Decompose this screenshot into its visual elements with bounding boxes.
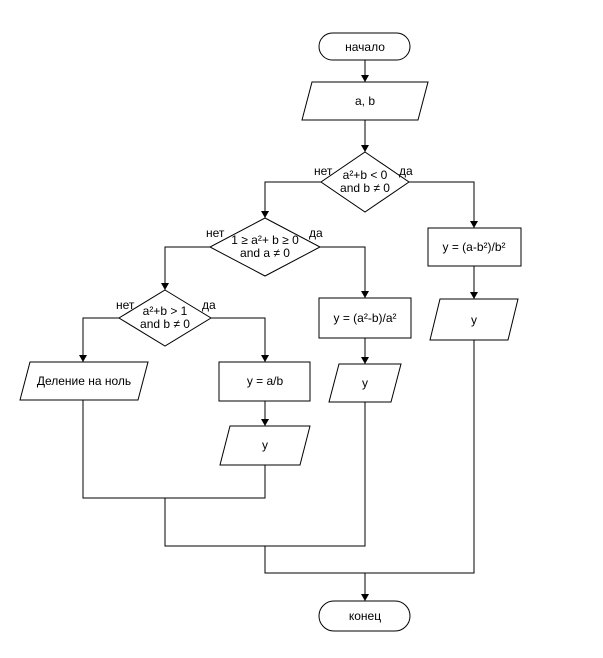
decision-2: 1 ≥ a²+ b ≥ 0 and a ≠ 0 нет да [206, 217, 323, 277]
decision-3-line1: a²+b > 1 [143, 304, 188, 318]
input-ab: a, b [301, 81, 429, 121]
decision-1: a²+b < 0 and b ≠ 0 нет да [314, 151, 413, 213]
decision-1-no-label: нет [314, 164, 333, 178]
decision-3-no-label: нет [116, 298, 135, 312]
input-ab-label: a, b [355, 94, 375, 108]
decision-1-line2: and b ≠ 0 [340, 181, 390, 195]
decision-3-line2: and b ≠ 0 [140, 317, 190, 331]
end-terminal: конец [318, 600, 411, 632]
decision-2-yes-label: да [309, 226, 323, 240]
decision-2-no-label: нет [206, 226, 225, 240]
output-2: y [328, 363, 402, 403]
output-1: y [429, 298, 519, 341]
start-terminal: начало [318, 32, 411, 61]
process-3-label: y = a/b [247, 374, 284, 388]
process-2: y = (a²-b)/a² [318, 297, 412, 339]
decision-3-yes-label: да [202, 298, 216, 312]
output-4-label: y [262, 438, 268, 452]
start-label: начало [345, 40, 385, 54]
process-3: y = a/b [218, 361, 311, 402]
output-4: y [219, 425, 311, 466]
process-2-label: y = (a²-b)/a² [333, 311, 396, 325]
decision-1-line1: a²+b < 0 [343, 168, 388, 182]
output-2-label: y [362, 376, 368, 390]
decision-3: a²+b > 1 and b ≠ 0 нет да [116, 289, 216, 347]
decision-1-yes-label: да [399, 164, 413, 178]
process-1-label: y = (a-b²)/b² [442, 240, 505, 254]
arrowheads [79, 75, 478, 601]
output-3: Деление на ноль [19, 361, 149, 401]
output-1-label: y [471, 313, 477, 327]
decision-2-line1: 1 ≥ a²+ b ≥ 0 [231, 233, 299, 247]
output-3-label: Деление на ноль [37, 374, 131, 388]
end-label: конец [349, 609, 381, 623]
process-1: y = (a-b²)/b² [427, 227, 522, 267]
connectors [82, 60, 475, 601]
decision-2-line2: and a ≠ 0 [240, 246, 290, 260]
